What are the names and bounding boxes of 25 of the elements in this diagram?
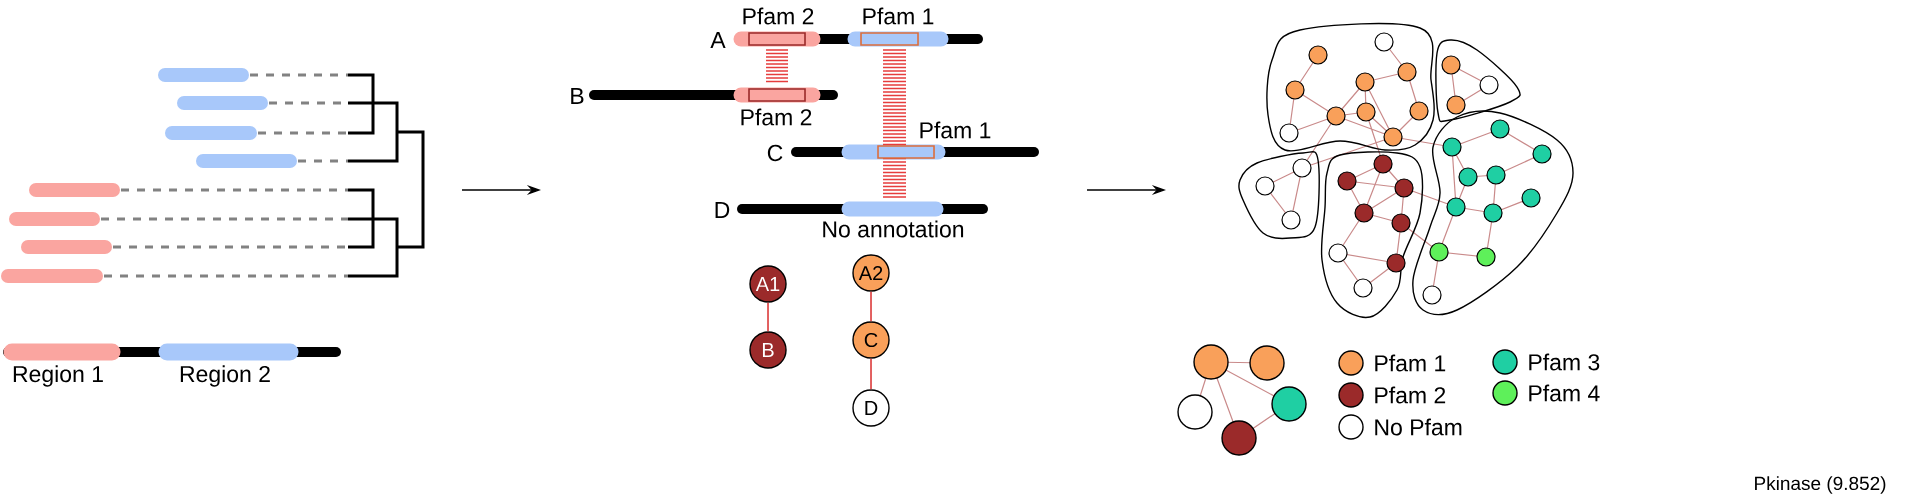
domain-label: Pfam 2 [743,7,814,25]
legend-label: Pfam 1 [1375,354,1446,372]
domain-label: Pfam 1 [920,121,991,139]
annotation-label: No annotation [823,220,964,238]
link-line [767,301,769,333]
legend-label: Pfam 4 [1529,384,1600,402]
note: Pkinase (9.852) [1755,476,1886,494]
domain-label: Pfam 1 [863,7,934,25]
region-label: Region 1 [13,365,103,387]
sequence-node: B [749,331,787,369]
link-line [870,357,872,391]
sequence-label: A [710,32,726,48]
sequence-label: B [571,88,584,104]
legend-label: Pfam 2 [1375,386,1446,404]
sequence-label: D [715,202,730,218]
legend-label: Pfam 3 [1529,353,1600,371]
link-line [870,290,872,323]
sequence-node: D [852,389,890,427]
sequence-node: A1 [749,265,787,303]
domain-label: Pfam 2 [741,108,812,126]
sequence-node: A2 [852,254,890,292]
region-label: Region 2 [180,365,270,387]
legend-label: No Pfam [1375,418,1462,436]
sequence-node: C [852,321,890,359]
sequence-label: C [767,144,783,162]
